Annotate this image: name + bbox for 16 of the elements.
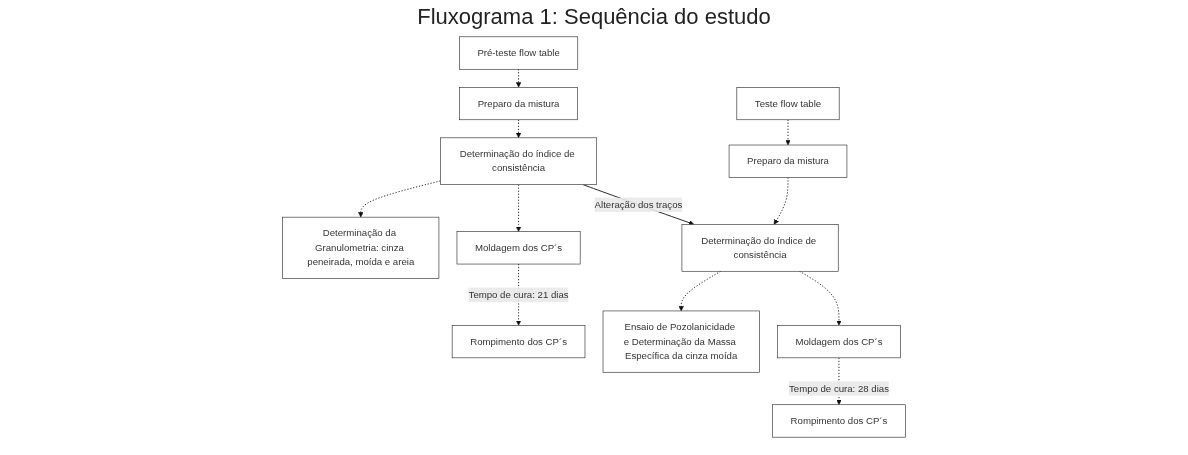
- node-box: Pré-teste flow table: [459, 36, 579, 70]
- node-box: Ensaio de Pozolanicidade e Determinação da Massa Específica da cinza moída: [602, 310, 760, 373]
- node-box: Determinação da Granulometria: cinza peneirada, moída e areia: [282, 216, 440, 279]
- node-box: Determinação do índice de consistência: [681, 224, 839, 272]
- diagram-title: Fluxograma 1: Sequência do estudo: [416, 4, 772, 30]
- node-box: Rompimento dos CP´s: [451, 325, 586, 359]
- edge-label: Tempo de cura: 21 dias: [468, 289, 569, 300]
- node-box: Moldagem dos CP´s: [456, 231, 581, 265]
- node-box: Preparo da mistura: [728, 144, 848, 178]
- node-box: Determinação do índice de consistência: [440, 137, 597, 185]
- edge-label: Alteração dos traços: [594, 199, 683, 210]
- node-box: Rompimento dos CP´s: [772, 404, 906, 438]
- node-box: Moldagem dos CP´s: [777, 325, 901, 359]
- node-box: Teste flow table: [736, 87, 840, 121]
- node-box: Preparo da mistura: [459, 87, 578, 121]
- edge-label: Tempo de cura: 28 dias: [788, 383, 889, 394]
